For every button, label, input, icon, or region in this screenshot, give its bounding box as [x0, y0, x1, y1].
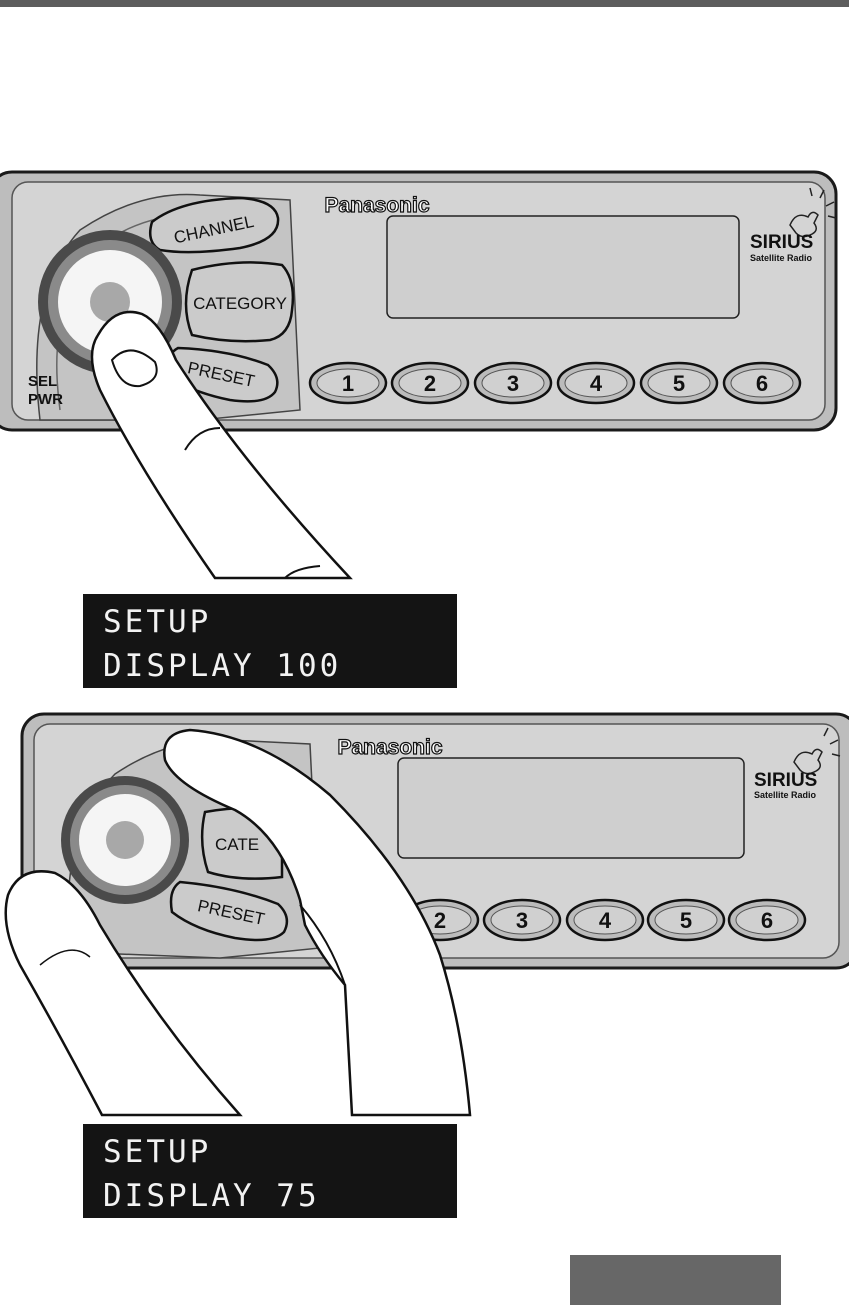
- preset-button-6[interactable]: 6: [722, 361, 802, 405]
- preset-button-5[interactable]: 5: [646, 898, 726, 942]
- sirius-tagline: Satellite Radio: [754, 790, 817, 800]
- preset-button-2[interactable]: 2: [390, 361, 470, 405]
- channel-button[interactable]: CHANNEL: [149, 196, 280, 254]
- sel-pwr-knob[interactable]: [61, 776, 189, 904]
- category-label: CATE: [215, 835, 259, 854]
- lcd-line-1: SETUP: [103, 1134, 212, 1170]
- hand-rotate-icon: [4, 728, 472, 1117]
- preset-label: 6: [761, 908, 773, 933]
- preset-button-4[interactable]: 4: [565, 898, 645, 942]
- preset-label: 3: [516, 908, 528, 933]
- preset-label: 6: [756, 371, 768, 396]
- preset-label: 2: [424, 371, 436, 396]
- sirius-logo: SIRIUS: [754, 770, 817, 791]
- page-tab: [570, 1255, 781, 1305]
- preset-label: 3: [507, 371, 519, 396]
- preset-buttons: 1 2 3 4 5: [308, 361, 802, 405]
- preset-button-3[interactable]: 3: [473, 361, 553, 405]
- preset-label: 2: [434, 908, 446, 933]
- sirius-tagline: Satellite Radio: [750, 253, 813, 263]
- category-button[interactable]: CATEGORY: [184, 261, 295, 343]
- radio-faceplate-top: CHANNEL CATEGORY PRESET SEL PWR Panasoni…: [0, 170, 841, 435]
- lcd-line-2: DISPLAY 100: [103, 648, 342, 684]
- top-rule: [0, 0, 849, 7]
- preset-label: 1: [342, 371, 354, 396]
- display-window: [386, 215, 740, 319]
- display-window: [397, 757, 745, 859]
- finger-press-icon: [90, 310, 353, 580]
- preset-label: 5: [680, 908, 692, 933]
- preset-label: 4: [590, 371, 603, 396]
- brand-logo: Panasonic: [324, 194, 429, 217]
- lcd-display-top: SETUP DISPLAY 100: [83, 594, 457, 688]
- sirius-dog-icon: [789, 187, 837, 238]
- sirius-dog-icon: [793, 727, 841, 775]
- preset-button-5[interactable]: 5: [639, 361, 719, 405]
- preset-button[interactable]: PRESET: [169, 880, 289, 942]
- brand-logo: Panasonic: [337, 736, 442, 759]
- preset-label: 4: [599, 908, 612, 933]
- lcd-line-1: SETUP: [103, 604, 212, 640]
- category-label: CATEGORY: [193, 294, 287, 313]
- pwr-label: PWR: [28, 391, 63, 408]
- preset-button-4[interactable]: 4: [556, 361, 636, 405]
- preset-button-6[interactable]: 6: [727, 898, 807, 942]
- sel-label: SEL: [28, 373, 57, 390]
- lcd-line-2: DISPLAY 75: [103, 1178, 320, 1214]
- lcd-display-bottom: SETUP DISPLAY 75: [83, 1124, 457, 1218]
- preset-label: 5: [673, 371, 685, 396]
- preset-button-1[interactable]: 1: [308, 361, 388, 405]
- sirius-logo: SIRIUS: [750, 232, 813, 253]
- preset-button-3[interactable]: 3: [482, 898, 562, 942]
